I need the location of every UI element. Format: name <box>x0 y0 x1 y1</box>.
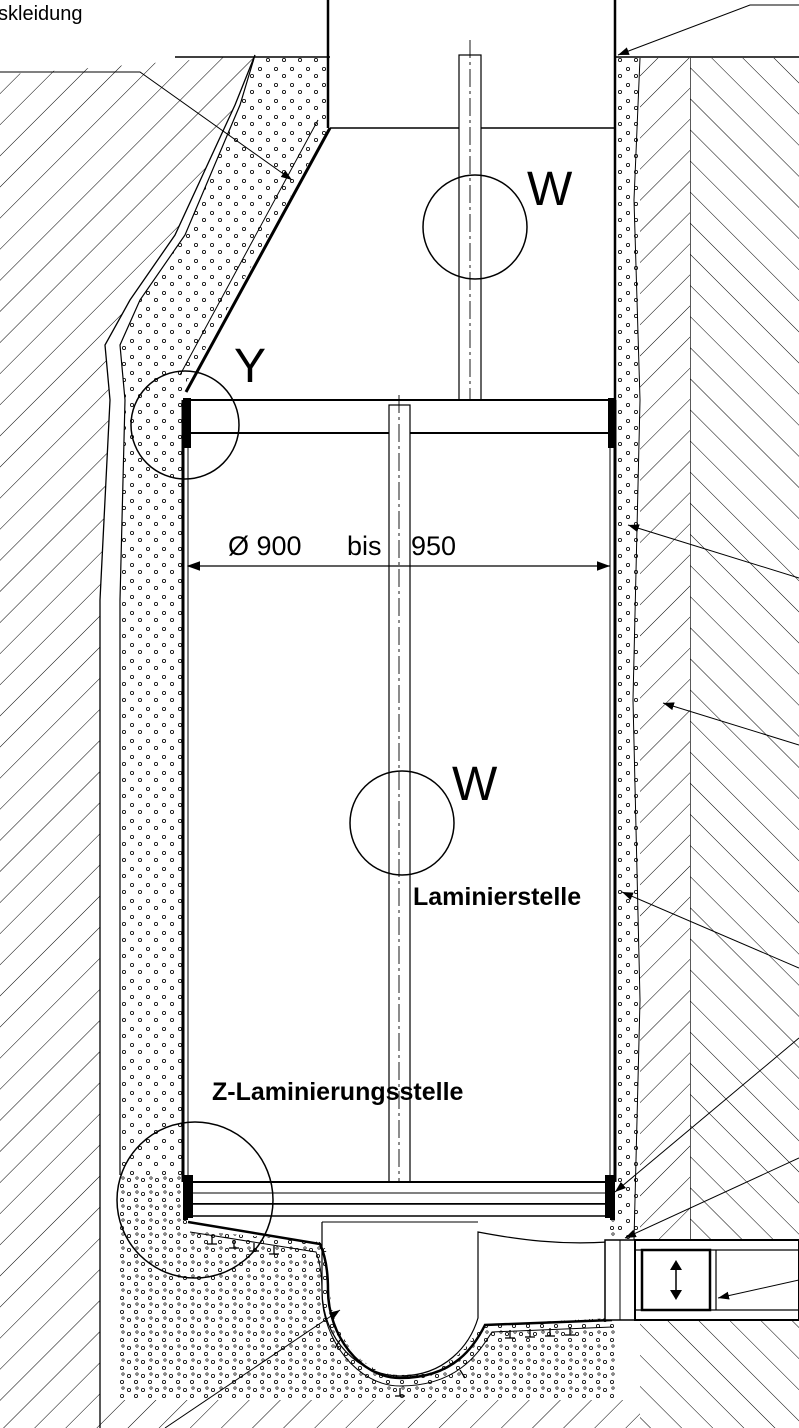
top-left-partial-label: skleidung <box>0 3 83 25</box>
z-laminierung-label: Z-Laminierungsstelle <box>212 1078 464 1106</box>
diameter-label-mid: bis <box>347 531 382 561</box>
floor-hatch <box>100 1400 640 1428</box>
detail-circle-z <box>116 1121 274 1279</box>
detail-circle-w-lower <box>349 770 455 876</box>
detail-label-y: Y <box>234 340 266 393</box>
detail-circle-w-upper <box>422 174 528 280</box>
shaft-cone <box>188 0 615 400</box>
base-shell <box>188 1218 610 1375</box>
double-headed-vertical-arrow-icon <box>670 1260 682 1300</box>
laminierstelle-label: Laminierstelle <box>413 883 581 911</box>
anchor-studs <box>207 1236 575 1397</box>
soil-left <box>0 55 255 1428</box>
ladder-rod-main <box>388 404 411 1184</box>
detail-circle-y <box>130 370 240 480</box>
leader-lines <box>0 4 799 1428</box>
diameter-label-start: Ø 900 <box>228 531 302 561</box>
detail-label-w-lower: W <box>452 758 498 811</box>
diameter-label-end: 950 <box>411 531 456 561</box>
detail-label-w-upper: W <box>527 163 573 216</box>
